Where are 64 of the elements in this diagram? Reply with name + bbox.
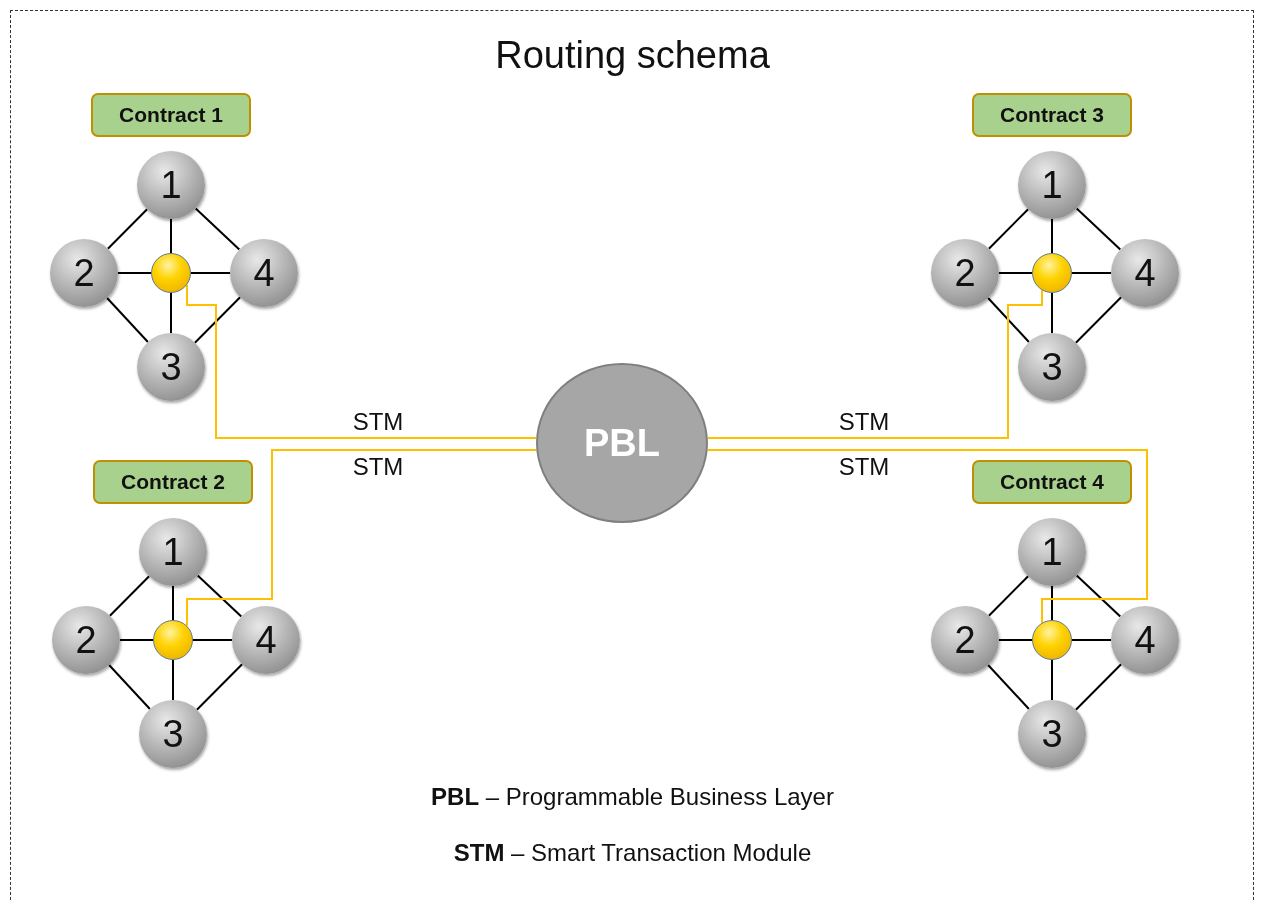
connector-line	[194, 207, 241, 251]
connector-line	[196, 574, 243, 618]
contract-tag: Contract 2	[93, 460, 253, 504]
numbered-sphere: 1	[1018, 518, 1086, 586]
connector-line	[108, 664, 151, 710]
numbered-sphere: 1	[137, 151, 205, 219]
connector-line	[1074, 663, 1123, 711]
connector-line	[172, 659, 174, 701]
numbered-sphere: 1	[1018, 151, 1086, 219]
connector-line	[172, 585, 174, 621]
connector-line	[1051, 218, 1053, 254]
connector-line	[119, 639, 154, 641]
contract-tag: Contract 3	[972, 93, 1132, 137]
connector-line	[117, 272, 152, 274]
connector-line	[1074, 296, 1123, 344]
hub-sphere	[153, 620, 193, 660]
connector-line	[193, 296, 242, 344]
connector-line	[195, 663, 244, 711]
connector-line	[106, 297, 149, 343]
connector-line	[1075, 574, 1122, 618]
numbered-sphere: 3	[137, 333, 205, 401]
connector-line	[170, 218, 172, 254]
connector-line	[190, 272, 231, 274]
numbered-sphere: 4	[1111, 239, 1179, 307]
numbered-sphere: 2	[931, 606, 999, 674]
connector-line	[987, 297, 1030, 343]
numbered-sphere: 4	[1111, 606, 1179, 674]
hub-sphere	[151, 253, 191, 293]
connector-line	[1075, 207, 1122, 251]
connector-line	[1071, 272, 1112, 274]
connector-line	[106, 208, 149, 250]
connector-line	[1051, 585, 1053, 621]
connector-line	[1051, 659, 1053, 701]
hub-sphere	[1032, 620, 1072, 660]
numbered-sphere: 3	[139, 700, 207, 768]
connector-line	[1071, 639, 1112, 641]
connector-line	[998, 272, 1033, 274]
numbered-sphere: 2	[52, 606, 120, 674]
link-line	[186, 284, 538, 439]
numbered-sphere: 2	[931, 239, 999, 307]
contract-tag: Contract 1	[91, 93, 251, 137]
numbered-sphere: 2	[50, 239, 118, 307]
numbered-sphere: 1	[139, 518, 207, 586]
numbered-sphere: 3	[1018, 700, 1086, 768]
numbered-sphere: 3	[1018, 333, 1086, 401]
contract-tag: Contract 4	[972, 460, 1132, 504]
connector-line	[987, 575, 1030, 617]
connector-line	[998, 639, 1033, 641]
legend-note: STM – Smart Transaction Module	[452, 839, 813, 867]
connector-line	[987, 208, 1030, 250]
link-line	[706, 449, 1148, 624]
numbered-sphere: 4	[230, 239, 298, 307]
connector-line	[108, 575, 151, 617]
numbered-sphere: 4	[232, 606, 300, 674]
connector-line	[170, 292, 172, 334]
link-line	[186, 449, 538, 627]
link-line	[706, 289, 1043, 439]
hub-sphere	[1032, 253, 1072, 293]
connector-line	[987, 664, 1030, 710]
legend-note: PBL – Programmable Business Layer	[430, 783, 835, 811]
connector-line	[1051, 292, 1053, 334]
layer-circle: PBL	[536, 363, 708, 523]
connector-line	[192, 639, 233, 641]
diagram-title: Routing schema	[494, 34, 771, 77]
